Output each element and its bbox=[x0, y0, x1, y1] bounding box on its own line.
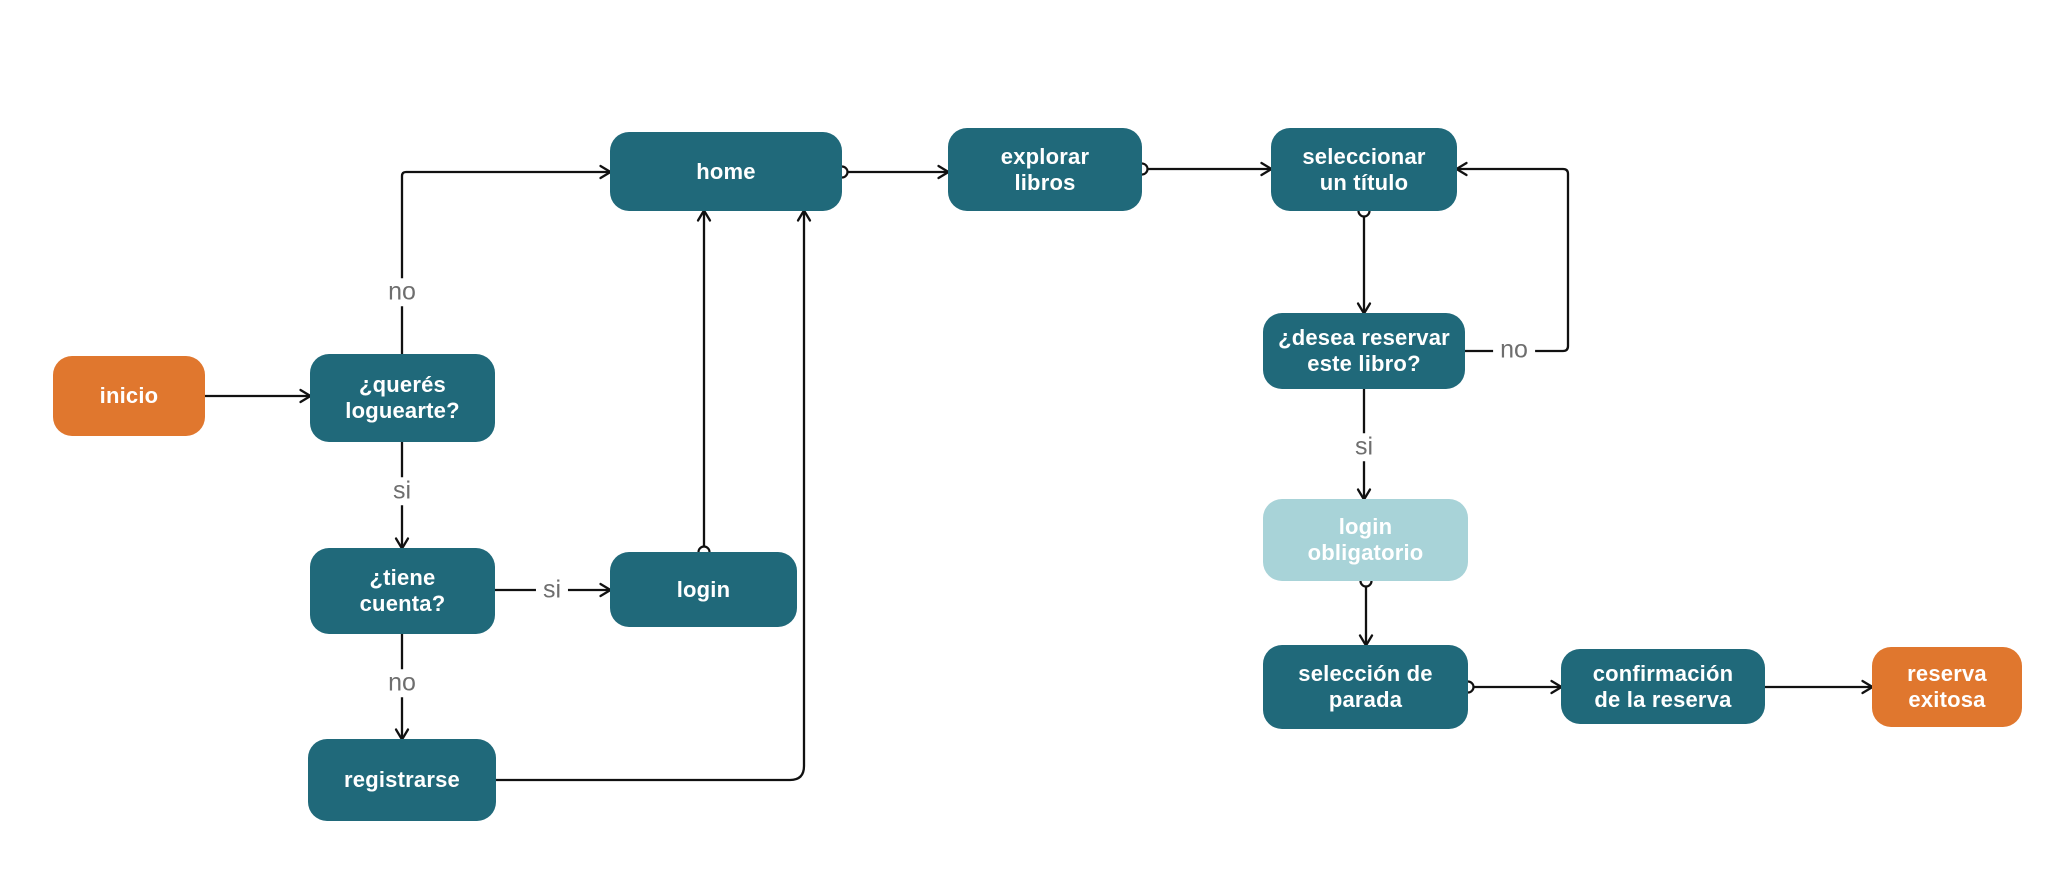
node-seleccion-parada-label: selección de parada bbox=[1298, 661, 1433, 712]
node-login[interactable]: login bbox=[610, 552, 797, 627]
node-tiene-cuenta[interactable]: ¿tiene cuenta? bbox=[310, 548, 495, 634]
node-login-obligatorio-label: login obligatorio bbox=[1307, 514, 1424, 565]
edge-label-si-cuenta: si bbox=[535, 576, 569, 604]
edge-label-si-loguearte: si bbox=[385, 477, 419, 505]
node-seleccionar-titulo[interactable]: seleccionar un título bbox=[1271, 128, 1457, 211]
node-home-label: home bbox=[696, 158, 756, 184]
node-inicio[interactable]: inicio bbox=[53, 356, 205, 436]
node-registrarse-label: registrarse bbox=[344, 767, 460, 793]
node-explorar-libros[interactable]: explorar libros bbox=[948, 128, 1142, 211]
node-reserva-exitosa[interactable]: reserva exitosa bbox=[1872, 647, 2022, 727]
node-desea-reservar-label: ¿desea reservar este libro? bbox=[1278, 325, 1450, 376]
node-reserva-exitosa-label: reserva exitosa bbox=[1907, 661, 1987, 712]
node-confirmacion-reserva-label: confirmación de la reserva bbox=[1592, 660, 1734, 712]
node-registrarse[interactable]: registrarse bbox=[308, 739, 496, 821]
edge-label-si-reservar: si bbox=[1347, 433, 1381, 461]
node-seleccionar-titulo-label: seleccionar un título bbox=[1302, 143, 1426, 195]
node-home[interactable]: home bbox=[610, 132, 842, 211]
node-seleccion-parada[interactable]: selección de parada bbox=[1263, 645, 1468, 729]
node-desea-reservar[interactable]: ¿desea reservar este libro? bbox=[1263, 313, 1465, 389]
node-queres-loguearte[interactable]: ¿querés loguearte? bbox=[310, 354, 495, 442]
edge-label-no-loguearte: no bbox=[381, 278, 423, 306]
edge-label-no-reservar: no bbox=[1493, 336, 1535, 364]
node-queres-loguearte-label: ¿querés loguearte? bbox=[345, 372, 460, 423]
node-explorar-libros-label: explorar libros bbox=[1000, 143, 1090, 195]
node-login-label: login bbox=[676, 576, 731, 602]
edge-registrarse-home bbox=[496, 209, 812, 782]
edge-label-no-cuenta: no bbox=[381, 669, 423, 697]
edge-desea-seleccionar-no bbox=[1455, 161, 1570, 353]
edge-queres-home-no bbox=[400, 164, 612, 354]
node-login-obligatorio[interactable]: login obligatorio bbox=[1263, 499, 1468, 581]
node-inicio-label: inicio bbox=[99, 383, 159, 409]
node-confirmacion-reserva[interactable]: confirmación de la reserva bbox=[1561, 649, 1765, 724]
node-tiene-cuenta-label: ¿tiene cuenta? bbox=[359, 565, 446, 616]
